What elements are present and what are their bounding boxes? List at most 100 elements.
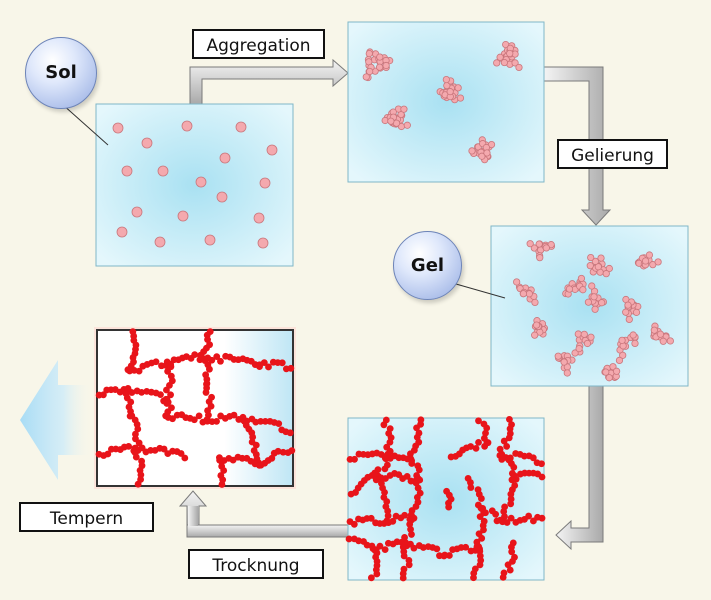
gel-particle [659,337,667,345]
aggregate-particle [365,49,373,58]
network-bead [478,534,486,542]
network-bead [525,512,533,520]
gel-particle [632,308,641,316]
sol-particle [257,237,269,249]
network-bead [157,391,164,399]
gel-particle [613,367,621,375]
gel-particle [591,257,599,265]
network-bead [386,438,394,446]
sol-particle [116,226,128,238]
aggregate-particle [442,75,450,84]
dried-network [345,415,546,582]
network-bead [190,416,198,424]
network-bead [405,561,413,569]
network-bead [202,389,210,396]
network-bead [401,511,409,519]
network-bead [383,498,391,505]
arrow-sol-to-aggregation [189,58,349,105]
network-bead [169,415,176,423]
gel-particle [554,352,562,360]
gel-particle [560,358,568,366]
network-bead [408,531,415,538]
network-bead [467,484,475,491]
network-bead [265,363,272,371]
network-bead [230,411,238,419]
aggregate-clusters [362,40,523,164]
network-bead [384,512,392,520]
network-bead [507,500,515,508]
big-left-arrow [20,360,92,480]
network-bead [498,456,506,463]
gel-particle [666,337,674,345]
network-bead [399,574,407,582]
gel-particle [536,254,544,262]
network-bead [278,359,286,367]
sol-particle [121,165,133,177]
aggregate-particle [382,61,390,70]
gel-bubble: Gel [393,231,462,300]
gel-particle [587,253,595,262]
gel-particle [542,244,550,252]
gel-particle [530,244,538,252]
sol-particle [141,137,153,149]
network-bead [287,364,295,372]
network-bead [257,417,265,425]
network-bead [268,454,276,462]
network-bead [260,359,268,367]
network-bead [482,429,489,437]
network-bead [288,447,296,454]
network-bead [160,445,168,453]
network-bead [167,391,174,399]
tempern-label: Tempern [19,502,154,532]
network-bead [500,508,508,515]
network-bead [400,552,408,560]
network-bead [492,510,500,518]
arrow-gel-to-dry [555,385,604,551]
sol-particle [154,236,166,248]
aggregate-particle [366,67,374,76]
network-bead [138,388,146,396]
sol-particle [177,210,189,222]
network-bead [472,445,480,452]
gel-particle [631,339,639,347]
network-bead [206,365,213,373]
network-bead [507,490,515,498]
gel-particle [622,308,630,316]
gel-particle [588,282,596,290]
network-bead [163,386,170,394]
aggregate-particle [454,84,462,92]
network-bead [477,495,485,502]
sol-particle [216,191,228,203]
gel-particle [586,262,594,270]
gel-particle [563,369,571,377]
network-bead [164,367,172,375]
aggregation-label: Aggregation [192,29,325,59]
gel-particle [525,290,533,298]
gel-particle [615,356,624,364]
network-bead [218,481,226,488]
gel-particle [531,331,539,339]
network-bead [445,552,453,559]
network-bead [274,447,282,455]
aggregate-particle [500,58,508,67]
sol-particle [235,121,247,133]
network-bead [408,460,416,467]
aggregate-particle [387,117,395,125]
gel-particle [656,330,665,338]
sol-particles [112,120,278,249]
network-bead [367,514,375,522]
network-bead [163,358,171,366]
network-bead [505,434,513,442]
gel-particle [513,278,521,286]
network-bead [275,420,283,428]
network-bead [381,488,388,496]
network-bead [220,467,228,474]
gel-particle [650,326,658,334]
network-bead [125,442,133,450]
network-bead [135,367,143,375]
sol-particle [157,165,169,177]
gel-particle [597,254,605,262]
network-bead [503,442,511,450]
network-bead [410,544,418,552]
